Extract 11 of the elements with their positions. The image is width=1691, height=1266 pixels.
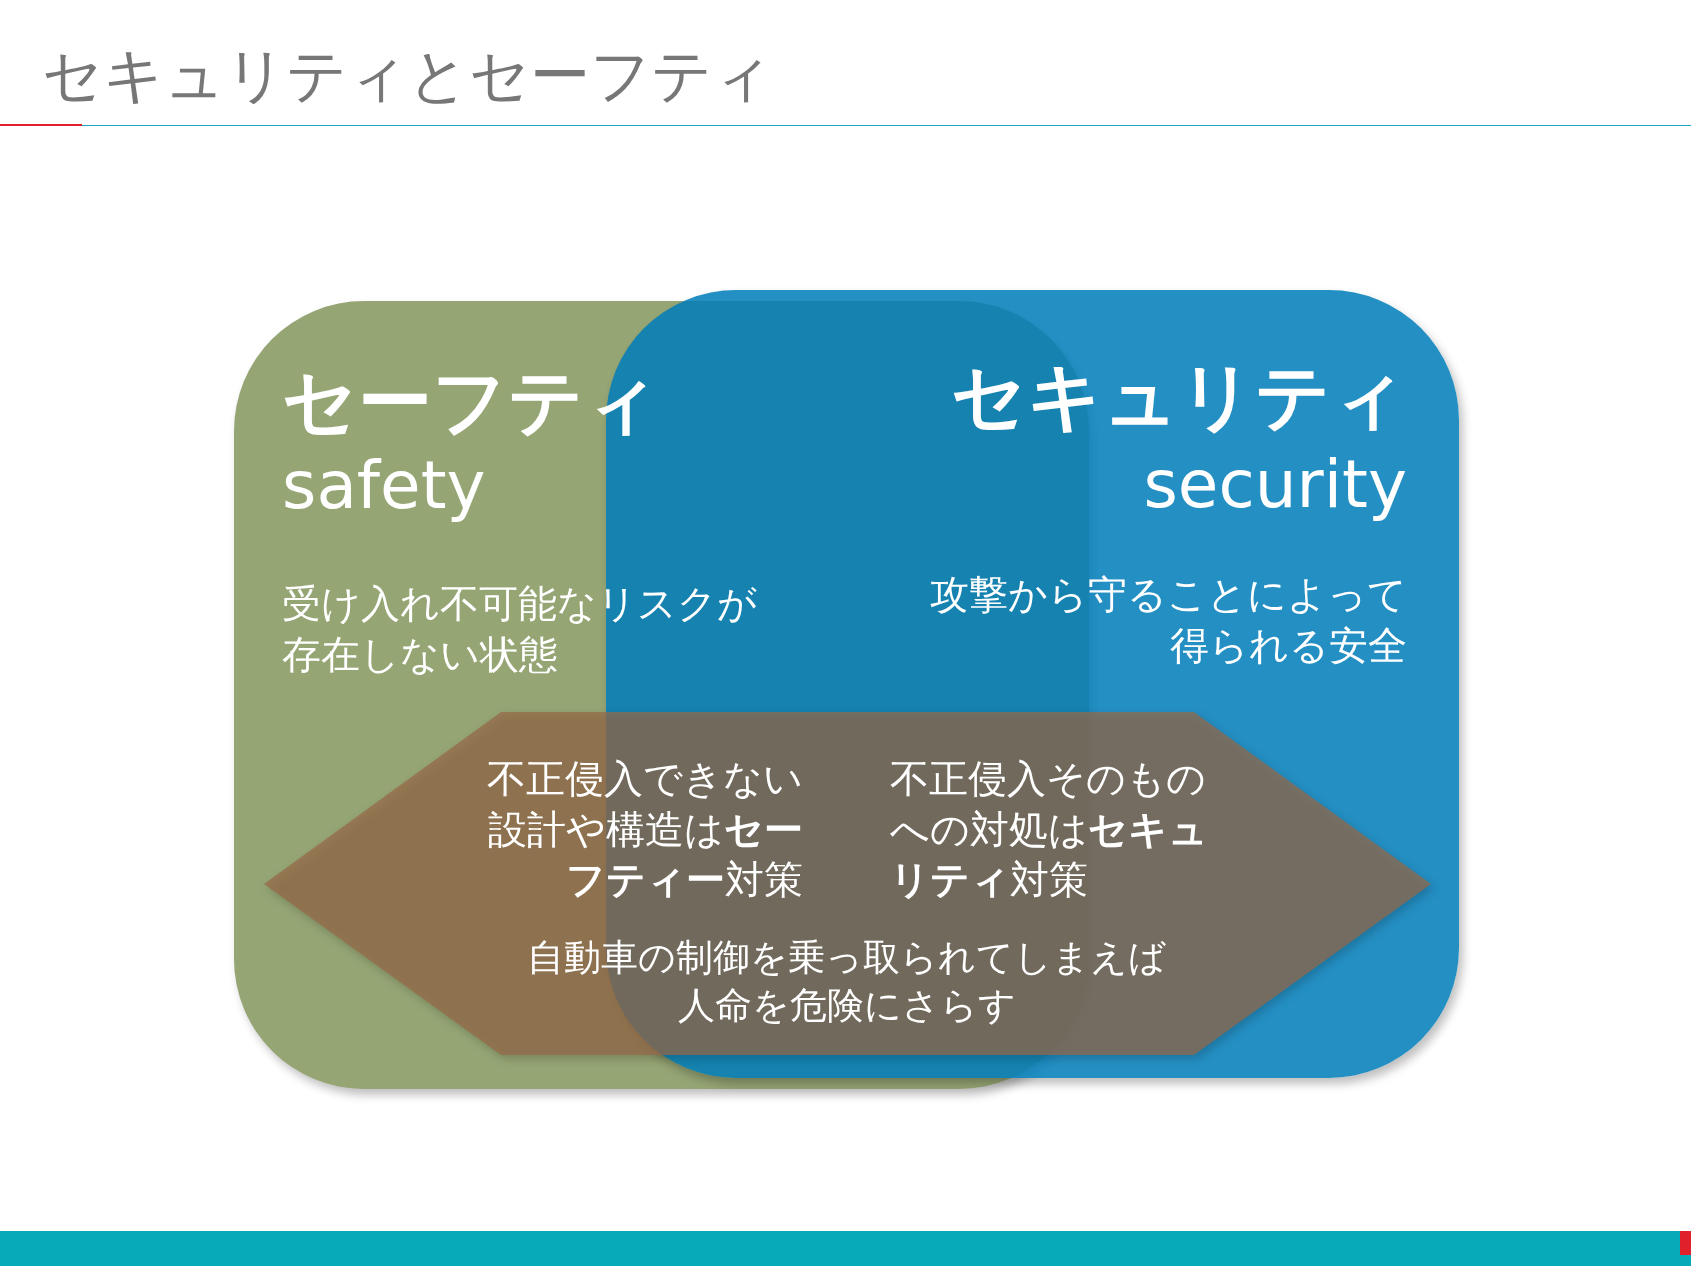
panel-subheading: security: [1143, 445, 1407, 525]
arrow-text: 不正侵入そのものへの対処はセキュリティ対策: [890, 755, 1209, 905]
arrow-text: 不正侵入できない設計や構造はセーフティー対策: [486, 755, 803, 905]
panel-description: 攻撃から守ることによって得られる安全: [929, 571, 1407, 670]
panel-description: 受け入れ不可能なリスクが存在しない状態: [282, 580, 758, 679]
arrow-text: 自動車の制御を乗っ取られてしまえば人命を危険にさらす: [526, 935, 1167, 1030]
slide-title: セキュリティとセーフティ: [42, 39, 773, 112]
panel-heading: セーフティ: [282, 357, 660, 446]
panel-heading: セキュリティ: [951, 352, 1407, 441]
double-arrow-shape: [264, 712, 1431, 1055]
panel-subheading: safety: [282, 446, 486, 526]
